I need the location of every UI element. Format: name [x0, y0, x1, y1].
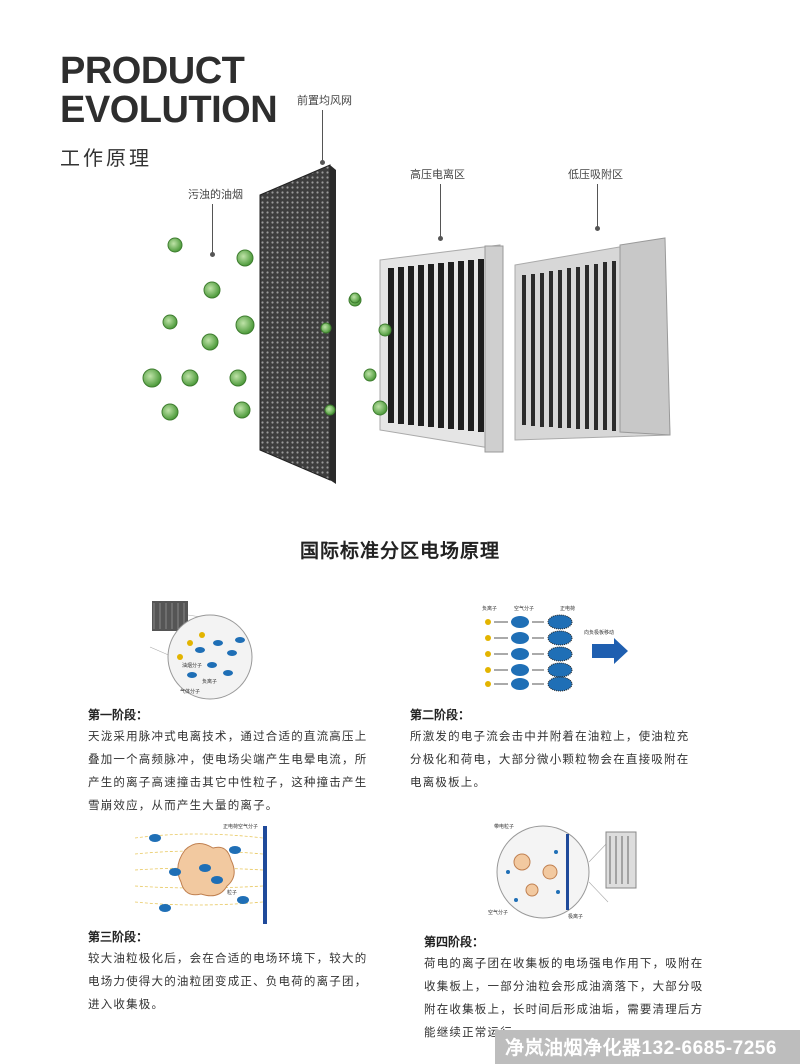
front-mesh-panel: [259, 164, 331, 481]
svg-text:向负极板移动: 向负极板移动: [584, 629, 614, 636]
callout-dot: [595, 226, 600, 231]
stage2-title: 第二阶段：: [410, 708, 471, 722]
svg-text:极离子: 极离子: [568, 913, 583, 920]
svg-text:带电粒子: 带电粒子: [494, 823, 514, 830]
callout-front-mesh: 前置均风网: [297, 94, 352, 107]
callout-high-voltage: 高压电离区: [410, 168, 465, 181]
svg-text:空气分子: 空气分子: [514, 605, 534, 612]
footer-bar: [495, 1030, 800, 1064]
stage2-text: 所激发的电子流会击中并附着在油粒上，使油粒充分极化和荷电，大部分微小颗粒物会在直…: [410, 729, 690, 789]
svg-text:气体分子: 气体分子: [180, 688, 200, 695]
callout-dot: [320, 160, 325, 165]
stage3-text: 较大油粒极化后，会在合适的电场环境下，较大的电场力使得大的油粒团变成正、负电荷的…: [88, 951, 368, 1011]
callout-low-voltage: 低压吸附区: [568, 168, 623, 181]
stage4-text: 荷电的离子团在收集板的电场强电作用下，吸附在收集板上，一部分油粒会形成油滴落下，…: [424, 956, 704, 1039]
callout-dot: [438, 236, 443, 241]
arrow-right-icon: [592, 638, 628, 664]
callout-line: [212, 204, 213, 256]
callout-dot: [210, 252, 215, 257]
svg-text:空气分子: 空气分子: [488, 909, 508, 916]
svg-text:负离子: 负离子: [482, 605, 497, 612]
stage4-title: 第四阶段：: [424, 935, 485, 949]
stage1-text: 天泷采用脉冲式电离技术，通过合适的直流高压上叠加一个高频脉冲，使电场尖端产生电晕…: [88, 729, 368, 812]
svg-text:负离子: 负离子: [202, 678, 217, 685]
callout-dirty-smoke: 污浊的油烟: [188, 188, 243, 201]
callout-line: [597, 184, 598, 228]
high-voltage-module: [379, 244, 504, 453]
hero-illustration: [142, 164, 671, 484]
title-product: PRODUCT: [60, 50, 245, 92]
oil-smoke-particles: [142, 237, 392, 421]
svg-text:粒子: 粒子: [227, 889, 237, 896]
particle-rows: [485, 614, 573, 692]
low-voltage-module: [514, 237, 671, 441]
stage3-diagram: 正电荷空气分子 粒子: [135, 823, 267, 924]
callout-line: [440, 184, 441, 238]
stage4-diagram: 带电粒子 空气分子 极离子: [488, 823, 637, 920]
svg-text:正电荷: 正电荷: [560, 605, 575, 612]
svg-text:油烟分子: 油烟分子: [182, 662, 202, 669]
stage3-title: 第三阶段：: [88, 930, 149, 944]
subtitle-working-principle: 工作原理: [60, 146, 152, 170]
stage1-title: 第一阶段：: [88, 708, 149, 722]
title-evolution: EVOLUTION: [60, 89, 278, 131]
callout-line: [322, 110, 323, 162]
footer-contact: 净岚油烟净化器132-6685-7256: [505, 1038, 777, 1059]
stage2-diagram: 负离子 空气分子 正电荷 向负极板移动: [482, 605, 628, 692]
svg-text:正电荷空气分子: 正电荷空气分子: [223, 823, 258, 830]
section-title: 国际标准分区电场原理: [299, 540, 500, 562]
stage1-diagram: 油烟分子 负离子 气体分子: [149, 601, 253, 700]
